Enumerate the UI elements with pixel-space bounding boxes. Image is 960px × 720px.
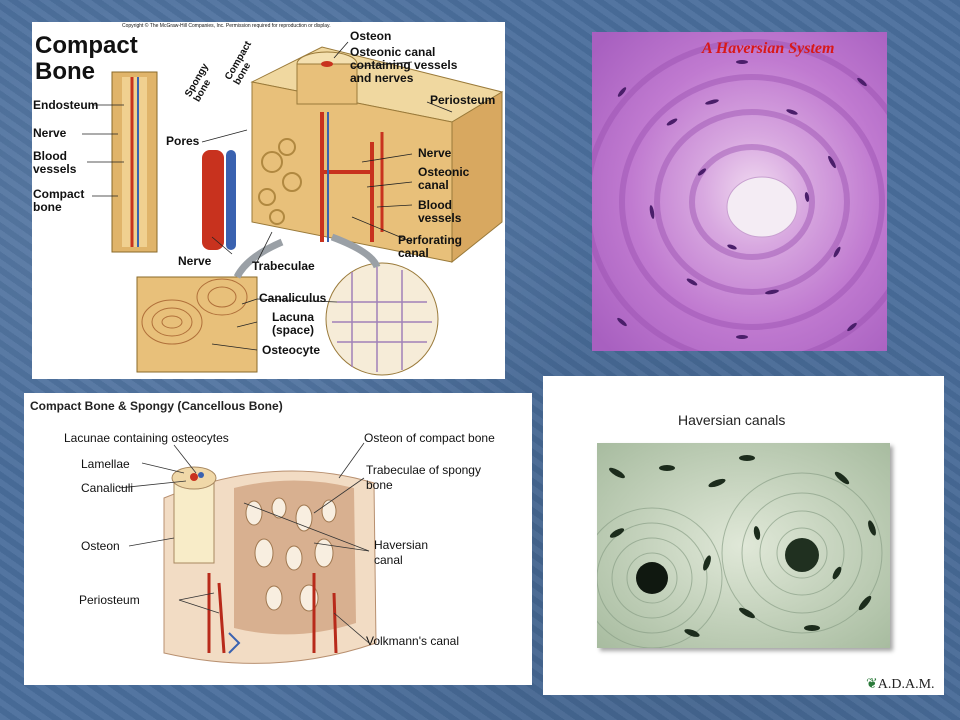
compact-bone-illustration	[82, 41, 504, 376]
label-blood-vessels-left: Blood vessels	[33, 149, 77, 176]
label-nerve-bottom: Nerve	[178, 254, 212, 268]
compact-spongy-bone-diagram-panel: Compact Bone & Spongy (Cancellous Bone) …	[24, 393, 532, 685]
haversian-micrograph	[592, 32, 887, 351]
label-trabeculae: Trabeculae	[252, 259, 315, 273]
label-endosteum: Endosteum	[33, 98, 99, 112]
label-osteonic-canal: Osteonic canal	[418, 165, 470, 192]
label-lacuna: Lacuna (space)	[272, 310, 315, 337]
haversian-canals-caption: Haversian canals	[678, 412, 786, 428]
compact-spongy-title: Compact Bone & Spongy (Cancellous Bone)	[30, 399, 283, 413]
haversian-canals-micrograph	[597, 443, 890, 648]
label-osteon: Osteon	[81, 539, 120, 553]
label-osteon: Osteon	[350, 29, 392, 43]
label-pores: Pores	[166, 134, 200, 148]
label-lacunae: Lacunae containing osteocytes	[64, 431, 229, 445]
label-compact-bone-left: Compact bone	[33, 187, 85, 214]
label-canaliculus: Canaliculus	[259, 291, 327, 305]
haversian-system-title: A Haversian System	[702, 40, 835, 57]
label-osteocyte: Osteocyte	[262, 343, 321, 357]
haversian-system-micrograph-panel: A Haversian System	[592, 32, 887, 351]
leaf-icon: ❦	[866, 677, 878, 692]
label-periosteum: Periosteum	[430, 93, 496, 107]
label-volkmann-canal: Volkmann's canal	[366, 634, 460, 648]
label-lamellae: Lamellae	[81, 457, 130, 471]
label-osteonic-canal-vessels: Osteonic canal containing vessels and ne…	[350, 45, 458, 85]
label-blood-vessels-right: Blood vessels	[418, 198, 462, 225]
diagram-title-line1: Compact	[35, 32, 138, 59]
label-nerve-right: Nerve	[418, 146, 452, 160]
label-osteon-compact: Osteon of compact bone	[364, 431, 495, 445]
label-periosteum: Periosteum	[79, 593, 140, 607]
label-nerve-left: Nerve	[33, 126, 67, 140]
compact-bone-diagram-panel: Copyright © The McGraw-Hill Companies, I…	[32, 22, 505, 379]
haversian-canals-panel: Haversian canals	[543, 376, 944, 695]
label-perforating-canal: Perforating canal	[398, 233, 463, 260]
diagram-title-line2: Bone	[35, 58, 95, 85]
label-trabeculae: Trabeculae of spongy bone	[366, 463, 481, 492]
copyright-notice: Copyright © The McGraw-Hill Companies, I…	[122, 23, 331, 29]
label-haversian-canal: Haversian canal	[374, 538, 429, 567]
label-canaliculi: Canaliculi	[81, 481, 134, 495]
lacunae-dots	[617, 60, 867, 339]
compact-spongy-illustration	[118, 442, 377, 664]
adam-logo: ❦A.D.A.M.	[866, 677, 935, 692]
